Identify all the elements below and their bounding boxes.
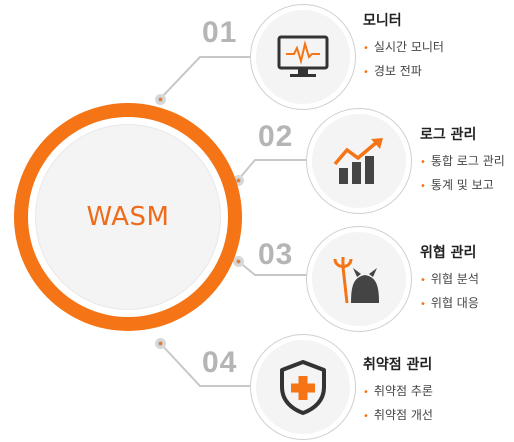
- connector-dot-1: [155, 94, 166, 105]
- step-text-2: 로그 관리 •통합 로그 관리 •통계 및 보고: [420, 126, 505, 198]
- list-item: •경보 전파: [363, 64, 422, 78]
- connector-dot-4: [155, 338, 166, 349]
- list-item: •실시간 모니터: [363, 40, 444, 54]
- step-icon-circle-2: [306, 108, 412, 214]
- step-icon-circle-3: [306, 226, 412, 332]
- step-number-3: 03: [258, 238, 294, 271]
- list-item: •취약점 개선: [363, 408, 433, 422]
- list-item: •통합 로그 관리: [420, 154, 505, 168]
- step-title-4: 취약점 관리: [363, 357, 433, 373]
- step-icon-circle-4: [250, 334, 356, 440]
- step-number-2: 02: [258, 120, 294, 153]
- list-item: •위협 대응: [420, 296, 479, 310]
- center-circle: WASM: [14, 103, 242, 331]
- connector-dot-3: [233, 256, 244, 267]
- step-text-4: 취약점 관리 •취약점 추론 •취약점 개선: [363, 356, 433, 428]
- shield-icon: [280, 360, 326, 415]
- list-item: •위협 분석: [420, 272, 479, 286]
- step-icon-circle-1: [250, 4, 356, 110]
- list-item: •통계 및 보고: [420, 178, 494, 192]
- step-number-4: 04: [202, 346, 238, 379]
- step-text-1: 모니터 •실시간 모니터 •경보 전파: [363, 12, 444, 84]
- step-text-3: 위협 관리 •위협 분석 •위협 대응: [420, 244, 479, 316]
- chart-icon: [333, 138, 383, 184]
- step-number-1: 01: [202, 16, 238, 49]
- list-item: •취약점 추론: [363, 384, 433, 398]
- step-title-1: 모니터: [363, 13, 402, 29]
- devil-icon: [333, 257, 379, 304]
- center-label: WASM: [86, 202, 170, 232]
- step-title-2: 로그 관리: [420, 127, 477, 143]
- monitor-icon: [277, 35, 329, 77]
- step-title-3: 위협 관리: [420, 245, 477, 261]
